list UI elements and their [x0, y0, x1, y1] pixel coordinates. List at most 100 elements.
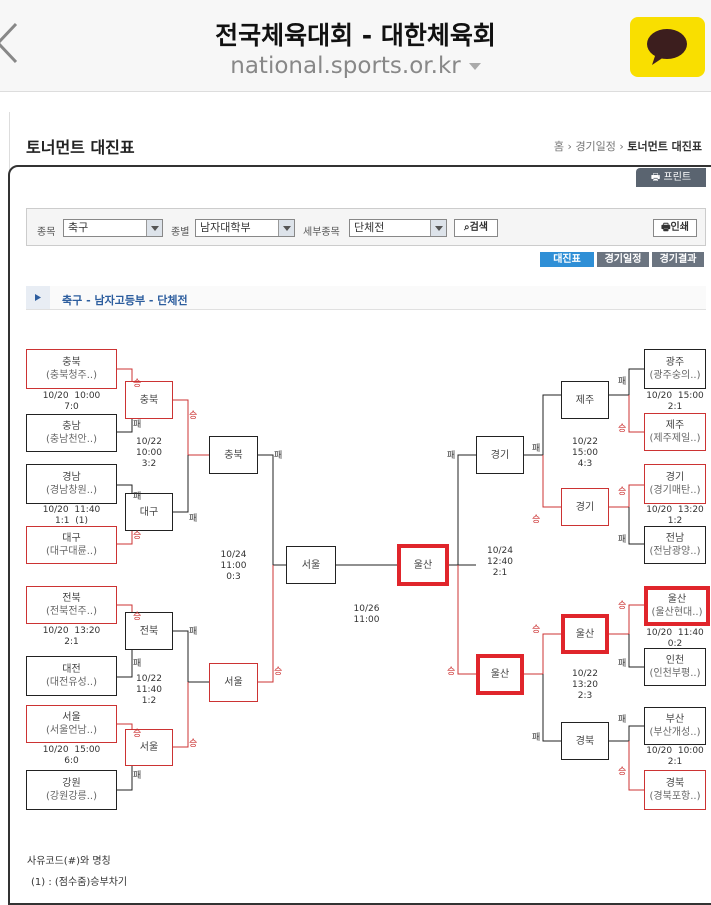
url-text: national.sports.or.kr	[230, 53, 461, 79]
match-info: 10/20 10:00 2:1	[646, 746, 704, 767]
search-button-label: 검색	[469, 222, 488, 233]
lose-label: 패	[274, 451, 283, 461]
lose-label: 패	[618, 535, 627, 545]
win-label: 승	[133, 531, 142, 541]
sf-left-1[interactable]: 충북	[209, 436, 258, 474]
match-info: 10/22 15:00 4:3	[572, 437, 598, 469]
win-label: 승	[618, 424, 627, 434]
team-left-5[interactable]: 전북(전북전주..)	[26, 586, 117, 624]
tab-bracket[interactable]: 대진표	[540, 252, 594, 267]
browser-url[interactable]: national.sports.or.kr	[0, 53, 711, 79]
team-left-3[interactable]: 경남(경남창원..)	[26, 464, 117, 504]
search-panel: 종목 축구 종별 남자대학부 세부종목 단체전 ⌕검색 🖶인쇄	[26, 208, 706, 246]
print-tab-label: 프린트	[663, 172, 692, 183]
breadcrumb-section[interactable]: 경기일정	[575, 140, 616, 153]
team-club: (인천부평..)	[649, 668, 701, 679]
chevron-down-icon	[146, 220, 162, 236]
team-name: 대구	[62, 533, 81, 544]
breadcrumb-current: 토너먼트 대진표	[627, 140, 702, 153]
lose-label: 패	[618, 715, 627, 725]
team-left-1[interactable]: 충북(충북청주..)	[26, 349, 117, 389]
event-select[interactable]: 단체전	[349, 219, 447, 237]
back-arrow-icon[interactable]	[0, 22, 20, 64]
match-info: 10/20 11:40 0:2	[646, 628, 704, 649]
team-name: 충북	[62, 357, 81, 368]
qf-right-3[interactable]: 울산	[561, 614, 609, 654]
sport-select[interactable]: 축구	[63, 219, 163, 237]
team-club: (제주제일..)	[649, 433, 701, 444]
team-club: (경남창원..)	[46, 485, 97, 496]
kakao-share-button[interactable]	[630, 17, 705, 77]
sf-right-2[interactable]: 울산	[476, 654, 524, 695]
division-select[interactable]: 남자대학부	[195, 219, 295, 237]
event-select-value: 단체전	[354, 221, 385, 234]
qf-left-1[interactable]: 충북	[125, 381, 173, 419]
team-name: 울산	[667, 594, 687, 605]
qf-right-2[interactable]: 경기	[561, 488, 609, 526]
search-button[interactable]: ⌕검색	[454, 219, 498, 237]
section-title: 축구 - 남자고등부 - 단체전	[62, 294, 188, 307]
team-right-2[interactable]: 제주(제주제일..)	[644, 413, 706, 451]
team-name: 강원	[62, 778, 81, 789]
chevron-down-icon	[468, 63, 481, 70]
team-left-8[interactable]: 강원(강원강릉..)	[26, 770, 117, 810]
team-name: 전남	[665, 533, 685, 544]
print-tab[interactable]: 🖶 프린트	[636, 168, 706, 187]
lose-label: 패	[447, 451, 456, 461]
team-right-1[interactable]: 광주 (광주숭의..)	[644, 349, 706, 389]
breadcrumb-home[interactable]: 홈	[553, 140, 565, 153]
team-club: (광주숭의..)	[649, 370, 701, 381]
team-club: (전북전주..)	[46, 606, 97, 617]
division-label: 종별	[171, 227, 190, 238]
sport-label: 종목	[37, 227, 56, 238]
team-name: 대전	[62, 664, 81, 675]
page-title: 토너먼트 대진표	[26, 138, 135, 157]
team-left-2[interactable]: 충남(충남천안..)	[26, 414, 117, 452]
arrow-right-icon	[26, 286, 50, 309]
team-left-4[interactable]: 대구(대구대륜..)	[26, 526, 117, 564]
team-name: 인천	[665, 655, 685, 666]
qf-left-2[interactable]: 대구	[125, 493, 173, 531]
match-info: 10/22 10:00 3:2	[136, 437, 162, 469]
team-name: 경북	[665, 778, 685, 789]
team-right-6[interactable]: 인천 (인천부평..)	[644, 648, 706, 686]
match-info: 10/22 11:40 1:2	[136, 674, 162, 706]
win-label: 승	[532, 625, 541, 635]
team-right-4[interactable]: 전남(전남광양..)	[644, 526, 706, 564]
qf-left-3[interactable]: 전북	[125, 612, 173, 650]
sf-left-2[interactable]: 서울	[209, 663, 258, 702]
win-label: 승	[133, 612, 142, 622]
team-right-8[interactable]: 경북(경북포항..)	[644, 770, 706, 810]
win-label: 승	[189, 411, 198, 421]
sport-select-value: 축구	[68, 221, 89, 234]
browser-page-title: 전국체육대회 - 대한체육회	[215, 21, 496, 50]
win-label: 승	[618, 601, 627, 611]
team-club: (경기매탄..)	[649, 485, 701, 496]
win-label: 승	[133, 729, 142, 739]
lose-label: 패	[133, 771, 142, 781]
sf-right-1[interactable]: 경기	[476, 436, 524, 474]
final-left[interactable]: 서울	[286, 546, 336, 584]
team-name: 광주	[665, 357, 685, 368]
match-info: 10/24 12:40 2:1	[487, 546, 513, 578]
team-left-6[interactable]: 대전(대전유성..)	[26, 656, 117, 696]
win-label: 승	[618, 767, 627, 777]
team-right-3[interactable]: 경기(경기매탄..)	[644, 464, 706, 504]
team-right-7[interactable]: 부산(부산개성..)	[644, 707, 706, 745]
section-header: 축구 - 남자고등부 - 단체전	[26, 286, 706, 310]
lose-label: 패	[189, 514, 198, 524]
qf-right-1[interactable]: 제주	[561, 381, 609, 419]
tab-results[interactable]: 경기결과	[652, 252, 704, 267]
qf-right-4[interactable]: 경북	[561, 722, 609, 760]
team-right-5[interactable]: 울산(울산현대..)	[644, 586, 710, 626]
qf-left-4[interactable]: 서울	[125, 729, 173, 766]
print-button[interactable]: 🖶인쇄	[653, 219, 697, 237]
team-left-7[interactable]: 서울(서울언남..)	[26, 705, 117, 743]
lose-label: 패	[532, 733, 541, 743]
team-club: (부산개성..)	[649, 727, 701, 738]
final-right[interactable]: 울산	[397, 544, 449, 586]
final-info: 10/26 11:00	[353, 604, 380, 625]
lose-label: 패	[618, 659, 627, 669]
chevron-down-icon	[430, 220, 446, 236]
tab-schedule[interactable]: 경기일정	[597, 252, 649, 267]
